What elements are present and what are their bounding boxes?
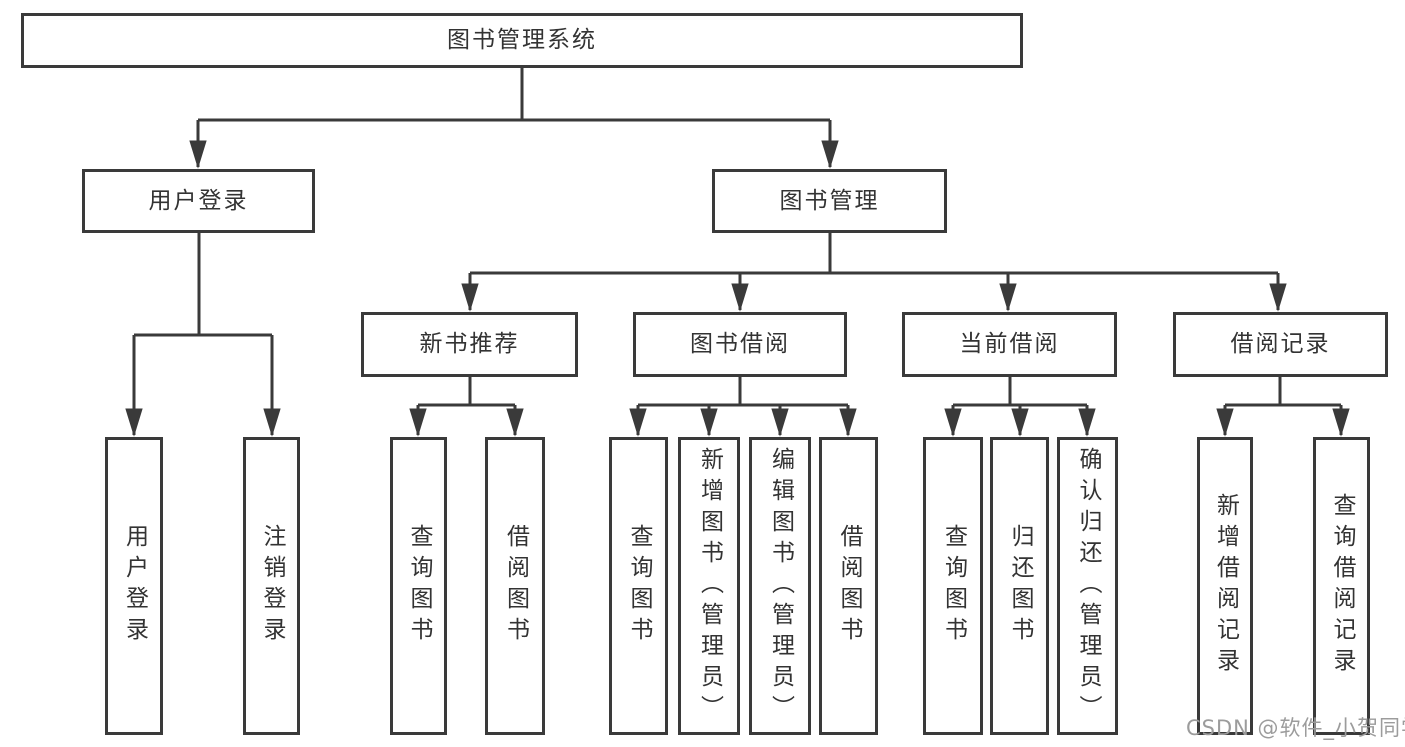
node-label: 新书推荐 bbox=[419, 331, 520, 357]
node-leaf-add-borrow-record: 新增借阅记录 bbox=[1197, 437, 1253, 735]
node-label: 注销登录 bbox=[259, 524, 285, 648]
node-leaf-confirm-return-admin: 确认归还（管理员） bbox=[1057, 437, 1118, 735]
node-label: 编辑图书（管理员） bbox=[767, 446, 794, 726]
node-leaf-add-books-admin: 新增图书（管理员） bbox=[678, 437, 740, 735]
node-leaf-borrow-books-1: 借阅图书 bbox=[485, 437, 545, 735]
node-root: 图书管理系统 bbox=[21, 13, 1023, 68]
node-label: 用户登录 bbox=[148, 187, 249, 214]
node-label: 借阅图书 bbox=[836, 524, 862, 648]
node-label: 查询图书 bbox=[940, 524, 967, 648]
node-label: 图书管理系统 bbox=[447, 27, 597, 53]
node-label: 图书管理 bbox=[779, 187, 880, 214]
node-leaf-logout: 注销登录 bbox=[243, 437, 300, 735]
node-label: 新增图书（管理员） bbox=[696, 446, 723, 726]
node-label: 用户登录 bbox=[121, 524, 148, 648]
node-book-management: 图书管理 bbox=[712, 169, 947, 233]
node-label: 查询借阅记录 bbox=[1329, 493, 1355, 679]
node-borrowing-records: 借阅记录 bbox=[1173, 312, 1388, 377]
node-label: 借阅图书 bbox=[502, 524, 529, 648]
node-label: 新增借阅记录 bbox=[1212, 493, 1239, 679]
node-label: 确认归还（管理员） bbox=[1075, 446, 1101, 726]
node-leaf-edit-books-admin: 编辑图书（管理员） bbox=[749, 437, 811, 735]
node-leaf-return-books: 归还图书 bbox=[990, 437, 1049, 735]
node-label: 查询图书 bbox=[406, 524, 432, 648]
node-user-login: 用户登录 bbox=[82, 169, 315, 233]
node-new-book-recommend: 新书推荐 bbox=[361, 312, 578, 377]
node-label: 当前借阅 bbox=[959, 331, 1060, 357]
node-current-borrowing: 当前借阅 bbox=[902, 312, 1117, 377]
node-leaf-user-login: 用户登录 bbox=[105, 437, 163, 735]
node-leaf-query-books-2: 查询图书 bbox=[609, 437, 668, 735]
node-label: 归还图书 bbox=[1007, 524, 1033, 648]
node-label: 查询图书 bbox=[626, 524, 652, 648]
node-leaf-borrow-books-2: 借阅图书 bbox=[819, 437, 878, 735]
watermark: CSDN @软件_小贺同学 bbox=[1186, 716, 1405, 740]
node-leaf-query-borrow-record: 查询借阅记录 bbox=[1313, 437, 1370, 735]
node-book-borrowing: 图书借阅 bbox=[633, 312, 847, 377]
node-leaf-query-books-1: 查询图书 bbox=[390, 437, 447, 735]
node-label: 图书借阅 bbox=[690, 331, 790, 357]
node-label: 借阅记录 bbox=[1230, 331, 1331, 357]
node-leaf-query-books-3: 查询图书 bbox=[923, 437, 983, 735]
